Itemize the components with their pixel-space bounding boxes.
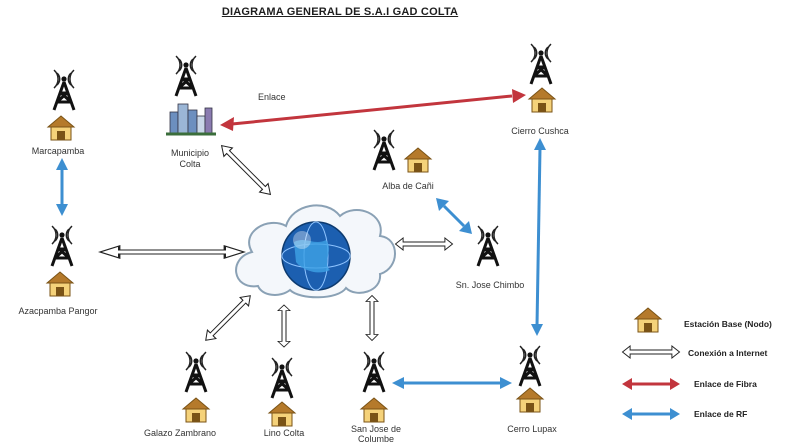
internet-link-lino bbox=[277, 304, 291, 348]
fiber-link-municipio-cushca bbox=[220, 89, 526, 131]
legend-rf-arrow bbox=[622, 408, 680, 420]
internet-link-snjose bbox=[395, 237, 453, 251]
node-alba-de-cani bbox=[372, 128, 432, 173]
label-san-jose-columbe: San Jose de Columbe bbox=[350, 424, 402, 444]
tower-icon bbox=[50, 224, 74, 268]
label-sn-jose-chimbo: Sn. Jose Chimbo bbox=[455, 280, 525, 290]
legend-internet-label: Conexión a Internet bbox=[688, 348, 768, 358]
tower-icon bbox=[476, 224, 500, 268]
house-icon bbox=[46, 271, 74, 297]
fiber-link-label: Enlace bbox=[258, 92, 286, 102]
tower-icon bbox=[270, 356, 294, 400]
internet-link-azacpamba bbox=[98, 244, 246, 260]
legend-internet-arrow bbox=[622, 345, 680, 359]
label-cierro-cushca: Cierro Cushca bbox=[511, 126, 569, 136]
house-icon bbox=[360, 397, 388, 423]
legend-fiber-arrow bbox=[622, 378, 680, 390]
house-icon bbox=[528, 87, 556, 113]
house-icon bbox=[182, 397, 210, 423]
label-cerro-lupax: Cerro Lupax bbox=[507, 424, 557, 434]
label-galazo-zambrano: Galazo Zambrano bbox=[143, 428, 217, 438]
node-cierro-cushca bbox=[528, 42, 556, 113]
legend-fiber-label: Enlace de Fibra bbox=[694, 379, 757, 389]
node-sn-jose-chimbo bbox=[476, 224, 500, 268]
node-marcapamba bbox=[47, 68, 76, 141]
tower-icon bbox=[52, 68, 76, 112]
house-icon bbox=[404, 147, 432, 173]
label-marcapamba: Marcapamba bbox=[31, 146, 85, 156]
legend bbox=[622, 307, 680, 420]
city-icon bbox=[166, 103, 216, 136]
node-san-jose-columbe bbox=[360, 350, 388, 423]
tower-icon bbox=[174, 54, 198, 98]
diagram-title: DIAGRAMA GENERAL DE S.A.I GAD COLTA bbox=[221, 6, 459, 18]
node-cerro-lupax bbox=[516, 344, 544, 413]
node-municipio bbox=[166, 54, 216, 136]
node-galazo-zambrano bbox=[182, 350, 210, 423]
legend-house-icon bbox=[634, 307, 662, 333]
internet-cloud bbox=[235, 204, 396, 299]
label-alba-de-cani: Alba de Cañi bbox=[382, 181, 434, 191]
tower-icon bbox=[372, 128, 396, 172]
tower-icon bbox=[529, 42, 553, 86]
legend-base-station-label: Estación Base (Nodo) bbox=[684, 319, 772, 329]
internet-link-municipio bbox=[216, 140, 276, 200]
node-azacpamba bbox=[46, 224, 74, 297]
label-municipio: Municipio Colta bbox=[170, 148, 210, 169]
house-icon bbox=[268, 401, 296, 427]
tower-icon bbox=[518, 344, 542, 388]
rf-link-marcapamba-azacpamba bbox=[56, 158, 68, 216]
legend-rf-label: Enlace de RF bbox=[694, 409, 748, 419]
label-azacpamba: Azacpamba Pangor bbox=[18, 306, 98, 316]
tower-icon bbox=[362, 350, 386, 394]
label-lino-colta: Lino Colta bbox=[263, 428, 305, 438]
internet-link-galazo bbox=[200, 290, 256, 346]
house-icon bbox=[516, 387, 544, 413]
rf-link-alba-snjose bbox=[436, 198, 472, 234]
internet-link-sanjose bbox=[365, 295, 379, 341]
node-lino-colta bbox=[268, 356, 296, 427]
rf-link-cushca-lupax bbox=[531, 138, 546, 336]
tower-icon bbox=[184, 350, 208, 394]
rf-link-sanjose-lupax bbox=[392, 377, 512, 389]
house-icon bbox=[47, 115, 75, 141]
